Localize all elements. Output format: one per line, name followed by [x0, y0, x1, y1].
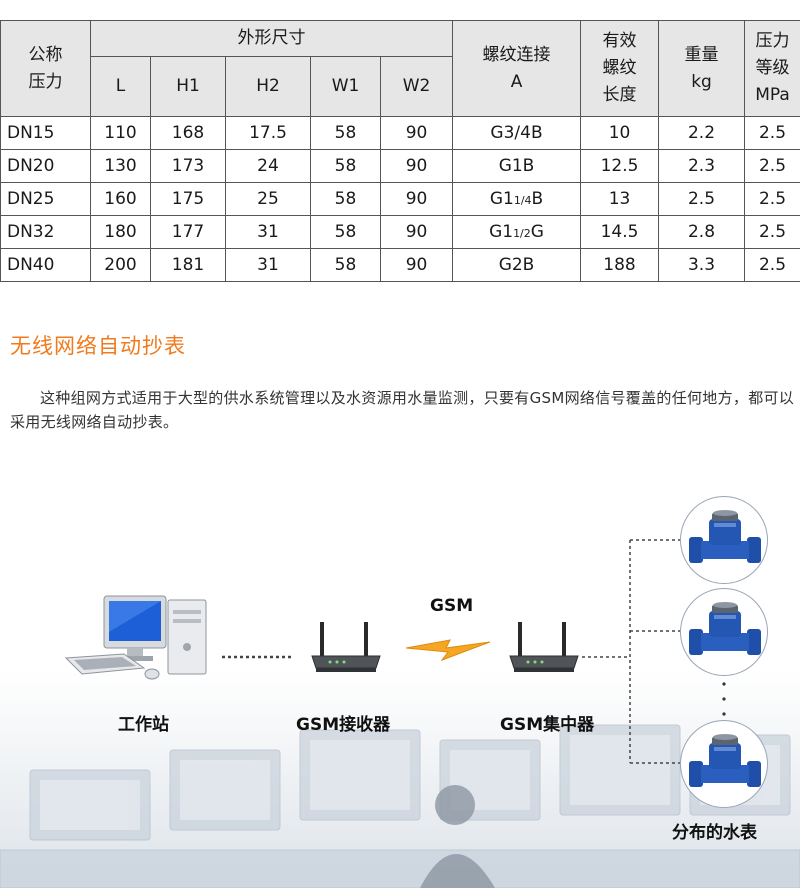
water-meter-icon	[680, 588, 768, 676]
cell-W2: 90	[379, 182, 454, 216]
cell-length: 13	[580, 182, 660, 216]
cell-H2: 31	[225, 248, 311, 282]
cell-H1: 177	[150, 215, 226, 249]
cell-H2: 17.5	[225, 116, 311, 150]
cell-thread: G11/4B	[452, 182, 582, 216]
cell-dn: DN40	[0, 248, 91, 282]
cell-dn: DN32	[0, 215, 91, 249]
cell-W1: 58	[310, 116, 381, 150]
cell-L: 200	[90, 248, 151, 282]
header-H1: H1	[150, 56, 226, 117]
workstation-icon	[64, 595, 207, 680]
section-paragraph: 这种组网方式适用于大型的供水系统管理以及水资源用水量监测，只要有GSM网络信号覆…	[10, 389, 795, 431]
cell-weight: 2.5	[658, 182, 746, 216]
cell-weight: 2.3	[658, 149, 746, 183]
cell-W1: 58	[310, 149, 381, 183]
cell-L: 180	[90, 215, 151, 249]
cell-H2: 24	[225, 149, 311, 183]
header-dimensions: 外形尺寸	[89, 20, 454, 57]
cell-W2: 90	[379, 215, 454, 249]
wireless-signal-icon	[406, 639, 490, 662]
cell-thread: G1B	[452, 149, 582, 183]
link-concentrator-meters	[582, 539, 680, 764]
workstation-label: 工作站	[118, 715, 169, 735]
cell-length: 10	[580, 116, 660, 150]
network-diagram: GSM	[0, 470, 800, 888]
cell-L: 160	[90, 182, 151, 216]
cell-dn: DN20	[0, 149, 91, 183]
cell-length: 188	[580, 248, 660, 282]
cell-length: 14.5	[580, 215, 660, 249]
cell-W2: 90	[379, 116, 454, 150]
section-title: 无线网络自动抄表	[10, 334, 186, 358]
cell-H1: 168	[150, 116, 226, 150]
cell-H1: 175	[150, 182, 226, 216]
cell-W1: 58	[310, 248, 381, 282]
cell-W1: 58	[310, 215, 381, 249]
cell-H2: 25	[225, 182, 311, 216]
meters-label: 分布的水表	[672, 823, 757, 843]
header-W2: W2	[379, 56, 454, 117]
link-workstation-receiver	[222, 655, 292, 659]
water-meter-icon	[680, 496, 768, 584]
cell-W1: 58	[310, 182, 381, 216]
cell-H1: 181	[150, 248, 226, 282]
cell-L: 130	[90, 149, 151, 183]
cell-W2: 90	[379, 248, 454, 282]
cell-W2: 90	[379, 149, 454, 183]
cell-weight: 3.3	[658, 248, 746, 282]
gsm-receiver-icon	[311, 622, 381, 672]
cell-pressure: 2.5	[744, 182, 800, 216]
cell-weight: 2.8	[658, 215, 746, 249]
header-H2: H2	[225, 56, 311, 117]
cell-dn: DN15	[0, 116, 91, 150]
cell-L: 110	[90, 116, 151, 150]
header-L: L	[90, 56, 151, 117]
more-meters-ellipsis	[722, 682, 726, 716]
header-thread-length: 有效螺纹长度	[580, 20, 660, 117]
control-room-backdrop	[0, 724, 800, 888]
cell-pressure: 2.5	[744, 149, 800, 183]
cell-H2: 31	[225, 215, 311, 249]
cell-dn: DN25	[0, 182, 91, 216]
cell-thread: G11/2G	[452, 215, 582, 249]
receiver-label: GSM接收器	[296, 715, 391, 735]
header-nominal-pressure: 公称压力	[0, 20, 91, 117]
cell-pressure: 2.5	[744, 248, 800, 282]
gsm-concentrator-icon	[509, 622, 579, 672]
concentrator-label: GSM集中器	[500, 715, 595, 735]
header-W1: W1	[310, 56, 381, 117]
cell-weight: 2.2	[658, 116, 746, 150]
cell-thread: G3/4B	[452, 116, 582, 150]
cell-pressure: 2.5	[744, 215, 800, 249]
cell-H1: 173	[150, 149, 226, 183]
cell-thread: G2B	[452, 248, 582, 282]
cell-length: 12.5	[580, 149, 660, 183]
water-meter-icon	[680, 720, 768, 808]
gsm-label: GSM	[430, 596, 474, 616]
cell-pressure: 2.5	[744, 116, 800, 150]
